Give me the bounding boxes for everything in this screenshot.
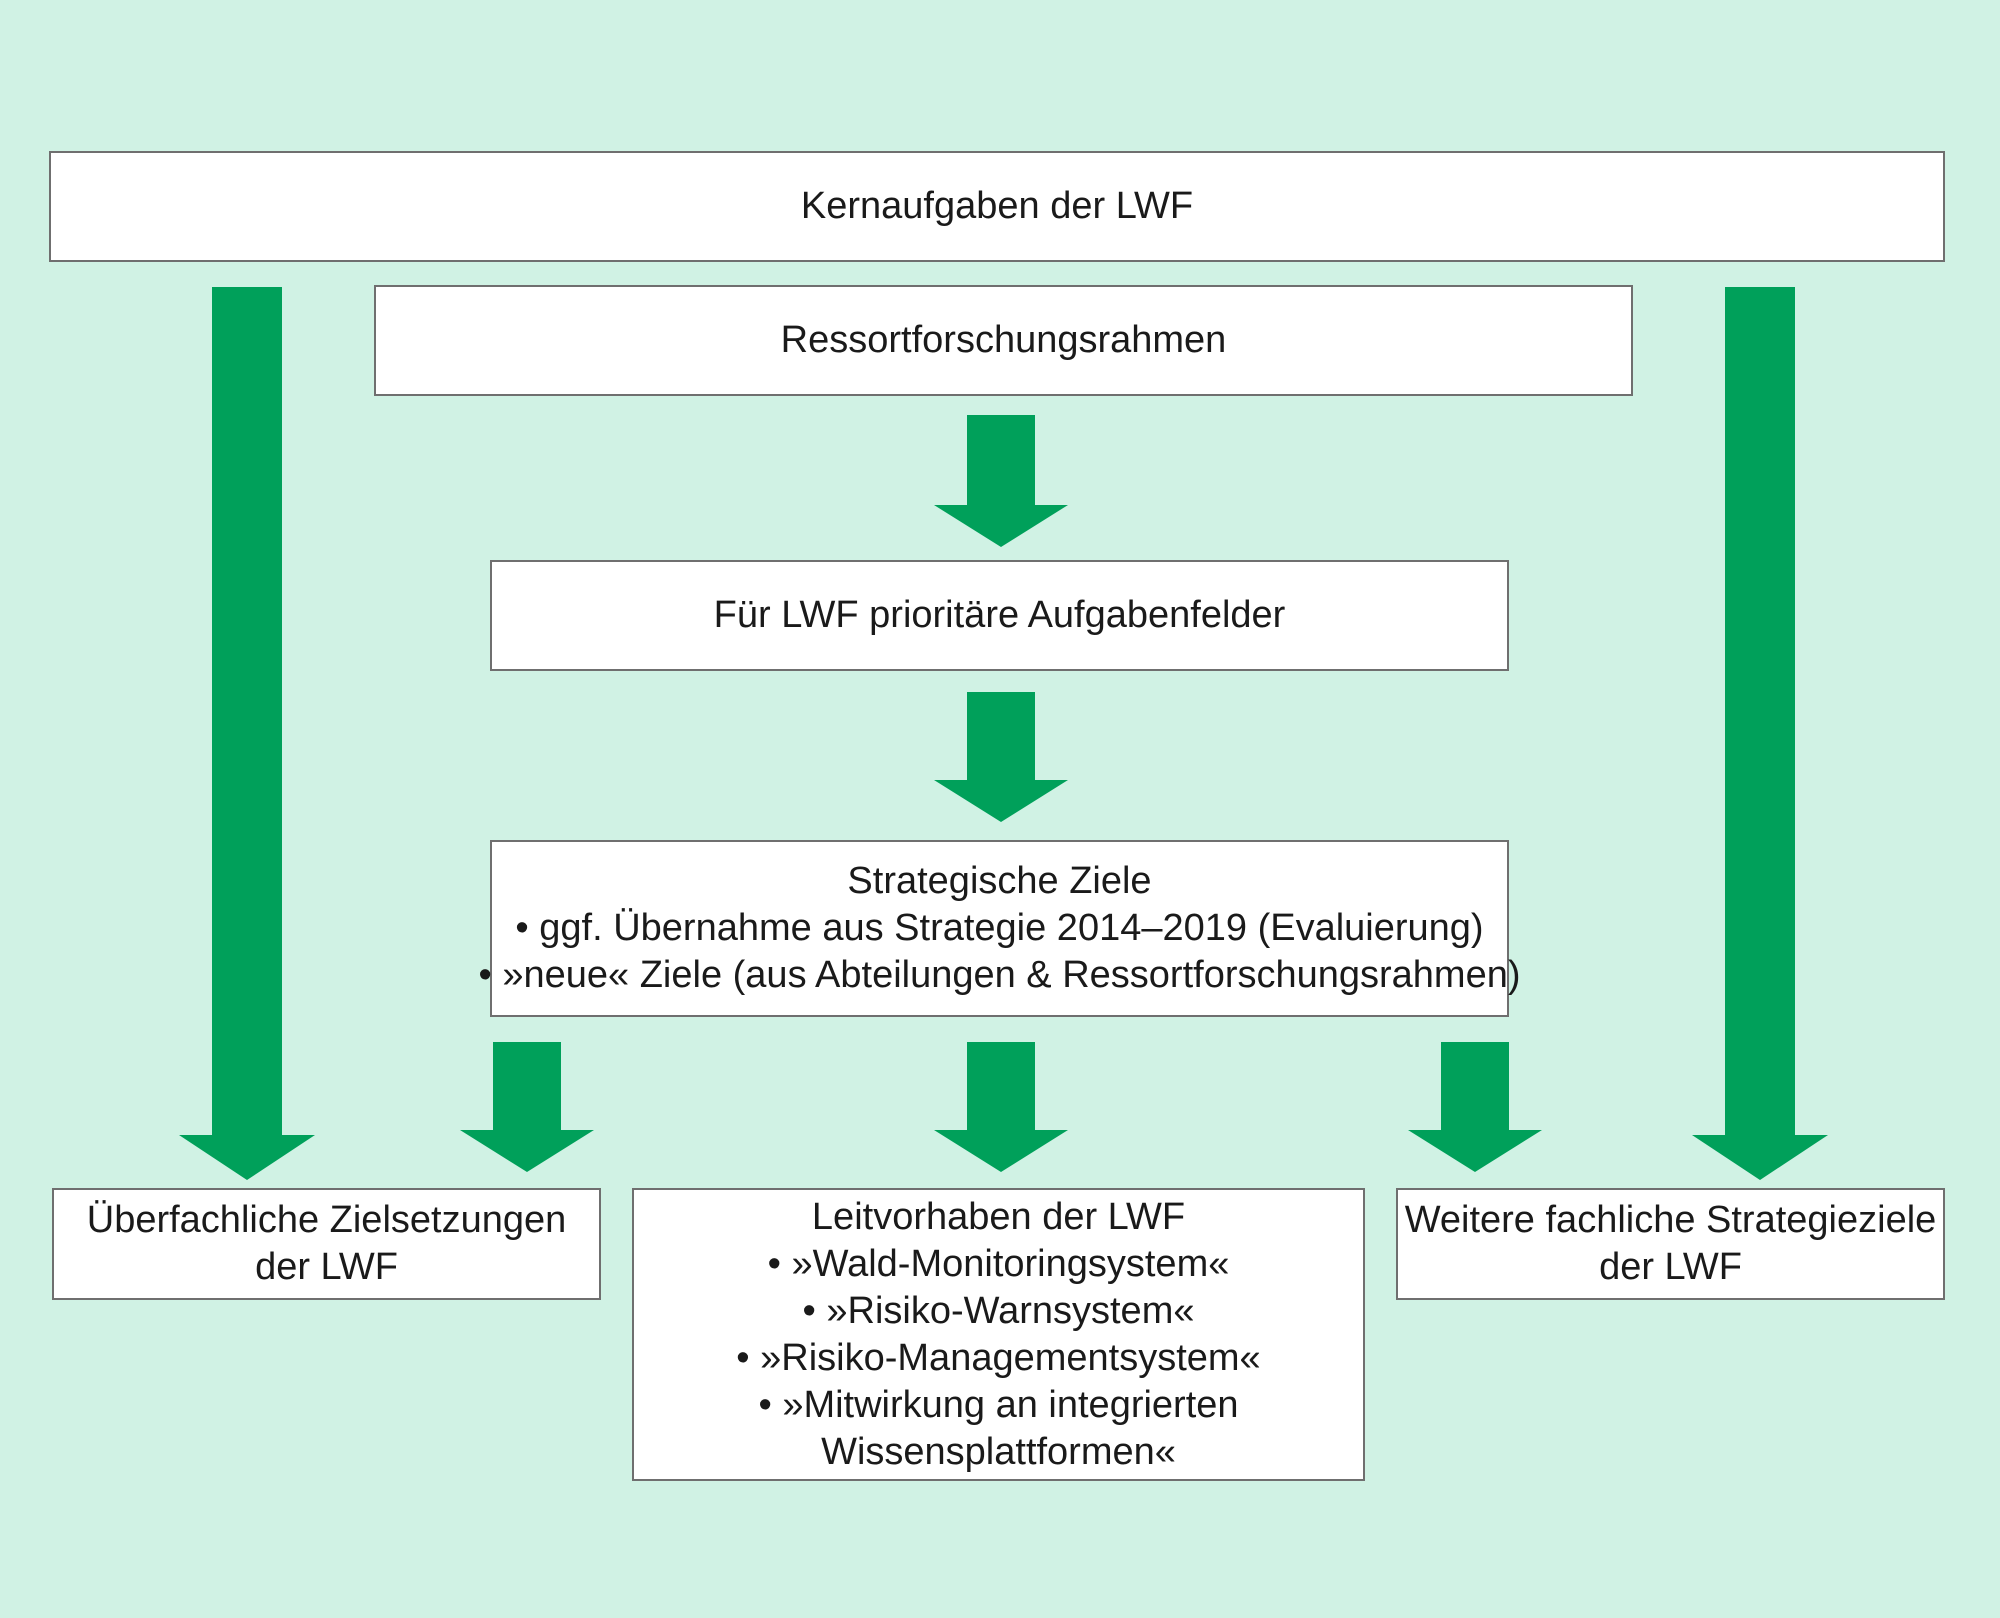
node-leitvorhaben-line-5: • »Mitwirkung an integrierten (758, 1383, 1239, 1426)
node-weitere-strategieziele: Weitere fachliche Strategieziele der LWF (1396, 1188, 1945, 1300)
node-prioritaere-aufgabenfelder: Für LWF prioritäre Aufgabenfelder (490, 560, 1509, 671)
node-strategisch-line-1: Strategische Ziele (847, 860, 1152, 902)
arrow-strategisch-to-ueberfachlich (460, 1042, 594, 1172)
arrow-kernaufgaben-to-weitere (1692, 287, 1828, 1180)
node-ueberfachlich-line-2: der LWF (255, 1246, 398, 1288)
node-kernaufgaben-line-1: Kernaufgaben der LWF (800, 185, 1194, 227)
node-leitvorhaben-line-4: • »Risiko-Managementsystem« (736, 1336, 1261, 1379)
node-ueberfachlich-line-1: Überfachliche Zielsetzungen (86, 1199, 567, 1241)
node-strategisch-line-3: • »neue« Ziele (aus Abteilungen & Ressor… (478, 954, 1521, 996)
node-ressortforschungsrahmen: Ressortforschungsrahmen (374, 285, 1633, 396)
node-kernaufgaben: Kernaufgaben der LWF (49, 151, 1945, 262)
node-ressort-line-1: Ressortforschungsrahmen (780, 319, 1227, 361)
node-leitvorhaben-line-6: Wissensplattformen« (821, 1430, 1176, 1473)
node-leitvorhaben-line-2: • »Wald-Monitoringsystem« (767, 1242, 1230, 1285)
arrow-ressort-to-prioritaer (934, 415, 1068, 547)
node-strategische-ziele: Strategische Ziele • ggf. Übernahme aus … (479, 840, 1521, 1017)
arrow-strategisch-to-weitere (1408, 1042, 1542, 1172)
node-ueberfachliche-zielsetzungen: Überfachliche Zielsetzungen der LWF (52, 1188, 601, 1300)
node-weitere-line-2: der LWF (1599, 1246, 1742, 1288)
node-leitvorhaben-line-3: • »Risiko-Warnsystem« (802, 1289, 1195, 1332)
node-weitere-line-1: Weitere fachliche Strategieziele (1404, 1199, 1937, 1241)
node-strategisch-line-2: • ggf. Übernahme aus Strategie 2014–2019… (515, 907, 1484, 949)
arrow-strategisch-to-leitvorhaben (934, 1042, 1068, 1172)
arrow-prioritaer-to-strategisch (934, 692, 1068, 822)
node-leitvorhaben-line-1: Leitvorhaben der LWF (811, 1195, 1186, 1238)
node-prioritaer-line-1: Für LWF prioritäre Aufgabenfelder (713, 594, 1286, 636)
arrow-kernaufgaben-to-ueberfachlich (179, 287, 315, 1180)
node-leitvorhaben: Leitvorhaben der LWF • »Wald-Monitorings… (632, 1188, 1365, 1481)
